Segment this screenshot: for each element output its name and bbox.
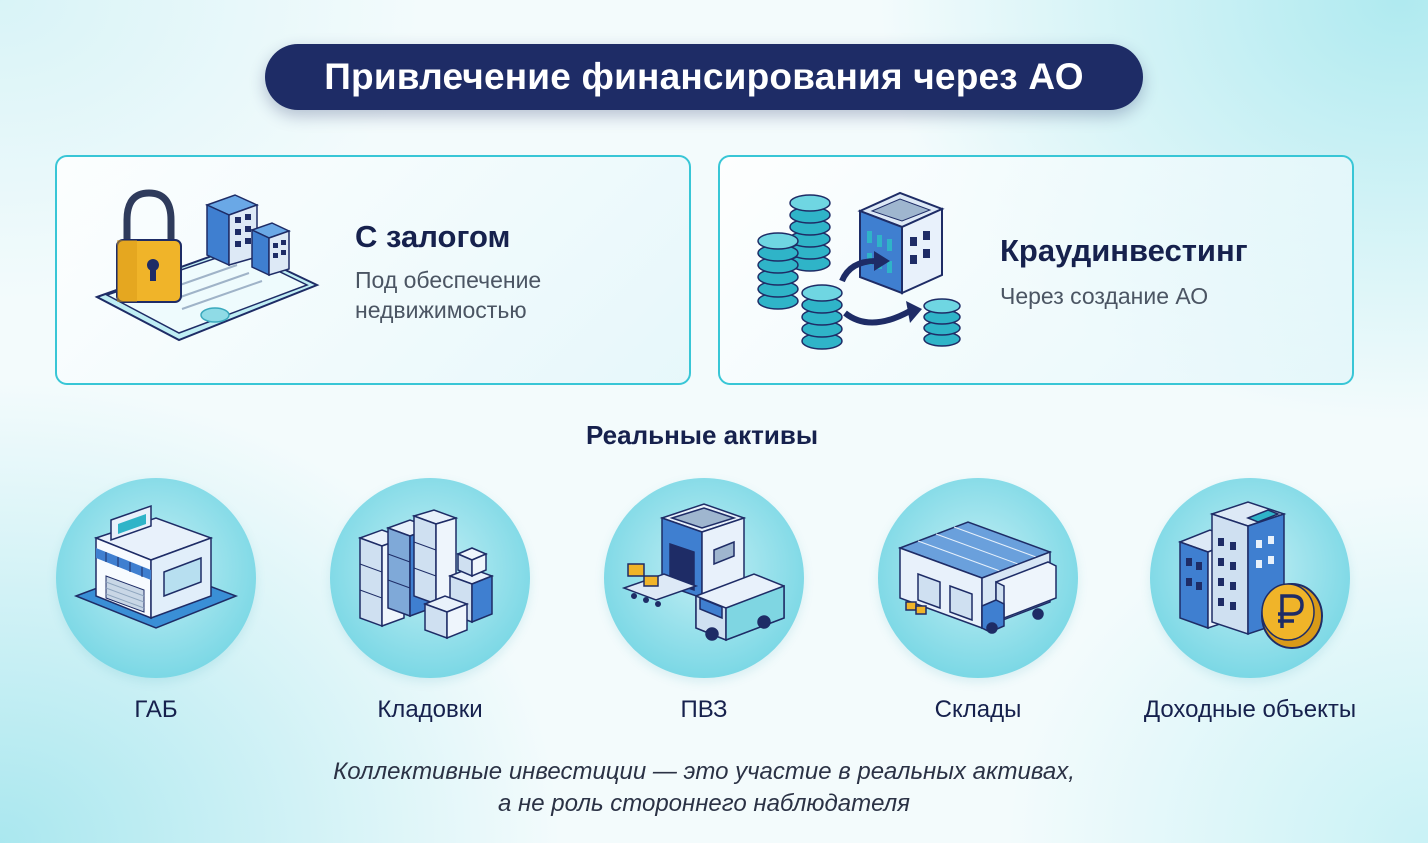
page-title: Привлечение финансирования через АО: [265, 44, 1143, 110]
asset-circle: [330, 478, 530, 678]
asset-label: ПВЗ: [680, 696, 728, 723]
quote-line: Коллективные инвестиции — это участие в …: [333, 758, 1075, 785]
storefront-icon: [73, 504, 239, 629]
asset-circle: [604, 478, 804, 678]
warehouse-truck-icon: [897, 521, 1057, 634]
asset-circle: [56, 478, 256, 678]
card-subtitle-line: Под обеспечение: [355, 267, 542, 293]
coins-building-arrows-icon: [757, 191, 961, 350]
card-subtitle-line: Через создание АО: [1000, 283, 1209, 309]
card-heading: Краудинвестинг: [1000, 233, 1248, 268]
card-heading: С залогом: [355, 219, 511, 254]
pickup-point-van-icon: [621, 503, 785, 642]
card-subtitle: Под обеспечение недвижимостью: [355, 265, 541, 325]
card-subtitle: Через создание АО: [1000, 281, 1208, 311]
section-title: Реальные активы: [585, 420, 819, 450]
asset-circle: [1150, 478, 1350, 678]
asset-label: Доходные объекты: [1143, 696, 1357, 723]
building-ruble-coin-icon: [1177, 501, 1323, 649]
asset-label: Склады: [934, 696, 1022, 723]
card-collateral: С залогом Под обеспечение недвижимостью: [55, 155, 691, 385]
card-subtitle-line: недвижимостью: [355, 297, 527, 323]
quote-line: а не роль стороннего наблюдателя: [498, 790, 910, 817]
asset-label: Кладовки: [377, 696, 483, 723]
asset-label: ГАБ: [134, 696, 178, 723]
asset-circle: [878, 478, 1078, 678]
storage-lockers-icon: [357, 509, 495, 640]
card-crowdinvesting: Краудинвестинг Через создание АО: [718, 155, 1354, 385]
closing-quote: Коллективные инвестиции — это участие в …: [0, 756, 1408, 820]
padlock-document-building-icon: [94, 189, 320, 342]
